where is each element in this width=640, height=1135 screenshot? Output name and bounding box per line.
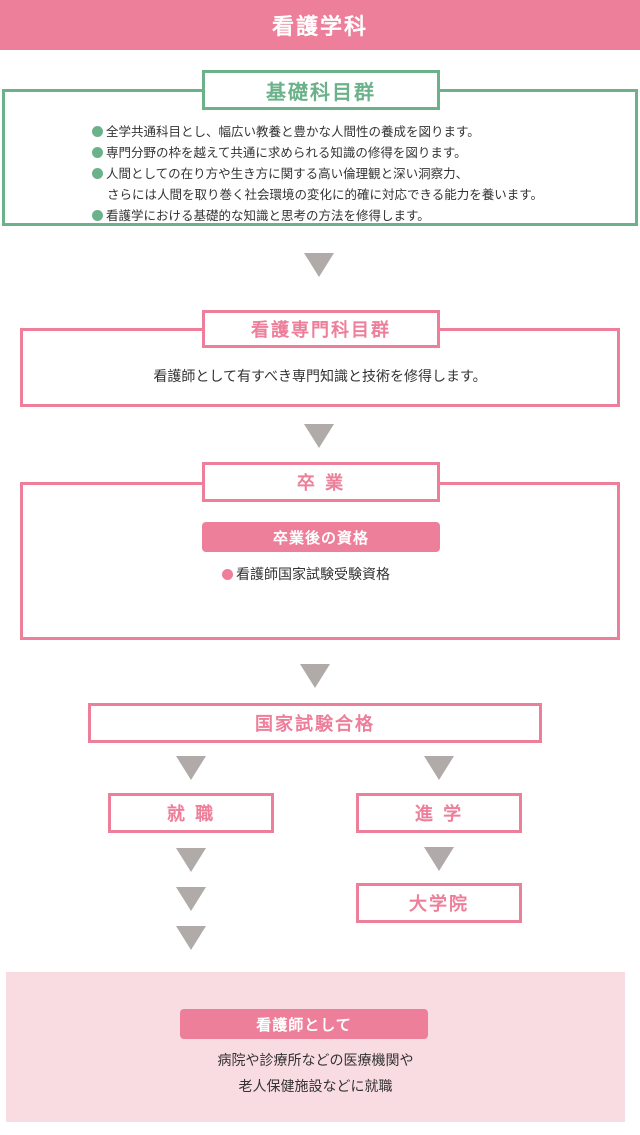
bullet-dot-icon — [92, 168, 103, 179]
qualification-item: 看護師国家試験受験資格 — [222, 564, 482, 584]
list-item-continued: さらには人間を取り巻く社会環境の変化に的確に対応できる能力を養います。 — [107, 187, 544, 202]
page-title: 看護学科 — [0, 0, 640, 50]
basic-subjects-list: 全学共通科目とし、幅広い教養と豊かな人間性の養成を図ります。 専門分野の枠を越え… — [92, 121, 622, 226]
list-item: 人間としての在り方や生き方に関する高い倫理観と深い洞察力、 — [92, 163, 622, 184]
nurse-career-text: 病院や診療所などの医療機関や 老人保健施設などに就職 — [217, 1053, 414, 1095]
graduate-school-label: 大学院 — [356, 883, 522, 923]
nurse-career-panel — [6, 972, 625, 1122]
nurse-career-label: 看護師として — [180, 1009, 428, 1039]
graduation-box — [20, 482, 620, 640]
down-arrow-icon — [424, 756, 454, 780]
exam-pass-label: 国家試験合格 — [88, 703, 542, 743]
bullet-dot-icon — [92, 147, 103, 158]
specialized-subjects-text: 看護師として有すべき専門知識と技術を修得します。 — [153, 369, 487, 385]
down-arrow-icon — [304, 253, 334, 277]
down-arrow-icon — [176, 887, 206, 911]
list-item: 専門分野の枠を越えて共通に求められる知識の修得を図ります。 — [92, 142, 622, 163]
list-item: 全学共通科目とし、幅広い教養と豊かな人間性の養成を図ります。 — [92, 121, 622, 142]
bullet-dot-icon — [222, 569, 233, 580]
graduation-label: 卒 業 — [202, 462, 440, 502]
down-arrow-icon — [424, 847, 454, 871]
employment-label: 就 職 — [108, 793, 274, 833]
down-arrow-icon — [300, 664, 330, 688]
basic-subjects-label: 基礎科目群 — [202, 70, 440, 110]
list-item: 看護学における基礎的な知識と思考の方法を修得します。 — [92, 205, 622, 226]
down-arrow-icon — [176, 926, 206, 950]
down-arrow-icon — [176, 848, 206, 872]
advance-label: 進 学 — [356, 793, 522, 833]
qualification-label: 卒業後の資格 — [202, 522, 440, 552]
down-arrow-icon — [304, 424, 334, 448]
specialized-subjects-label: 看護専門科目群 — [202, 310, 440, 348]
down-arrow-icon — [176, 756, 206, 780]
bullet-dot-icon — [92, 126, 103, 137]
bullet-dot-icon — [92, 210, 103, 221]
